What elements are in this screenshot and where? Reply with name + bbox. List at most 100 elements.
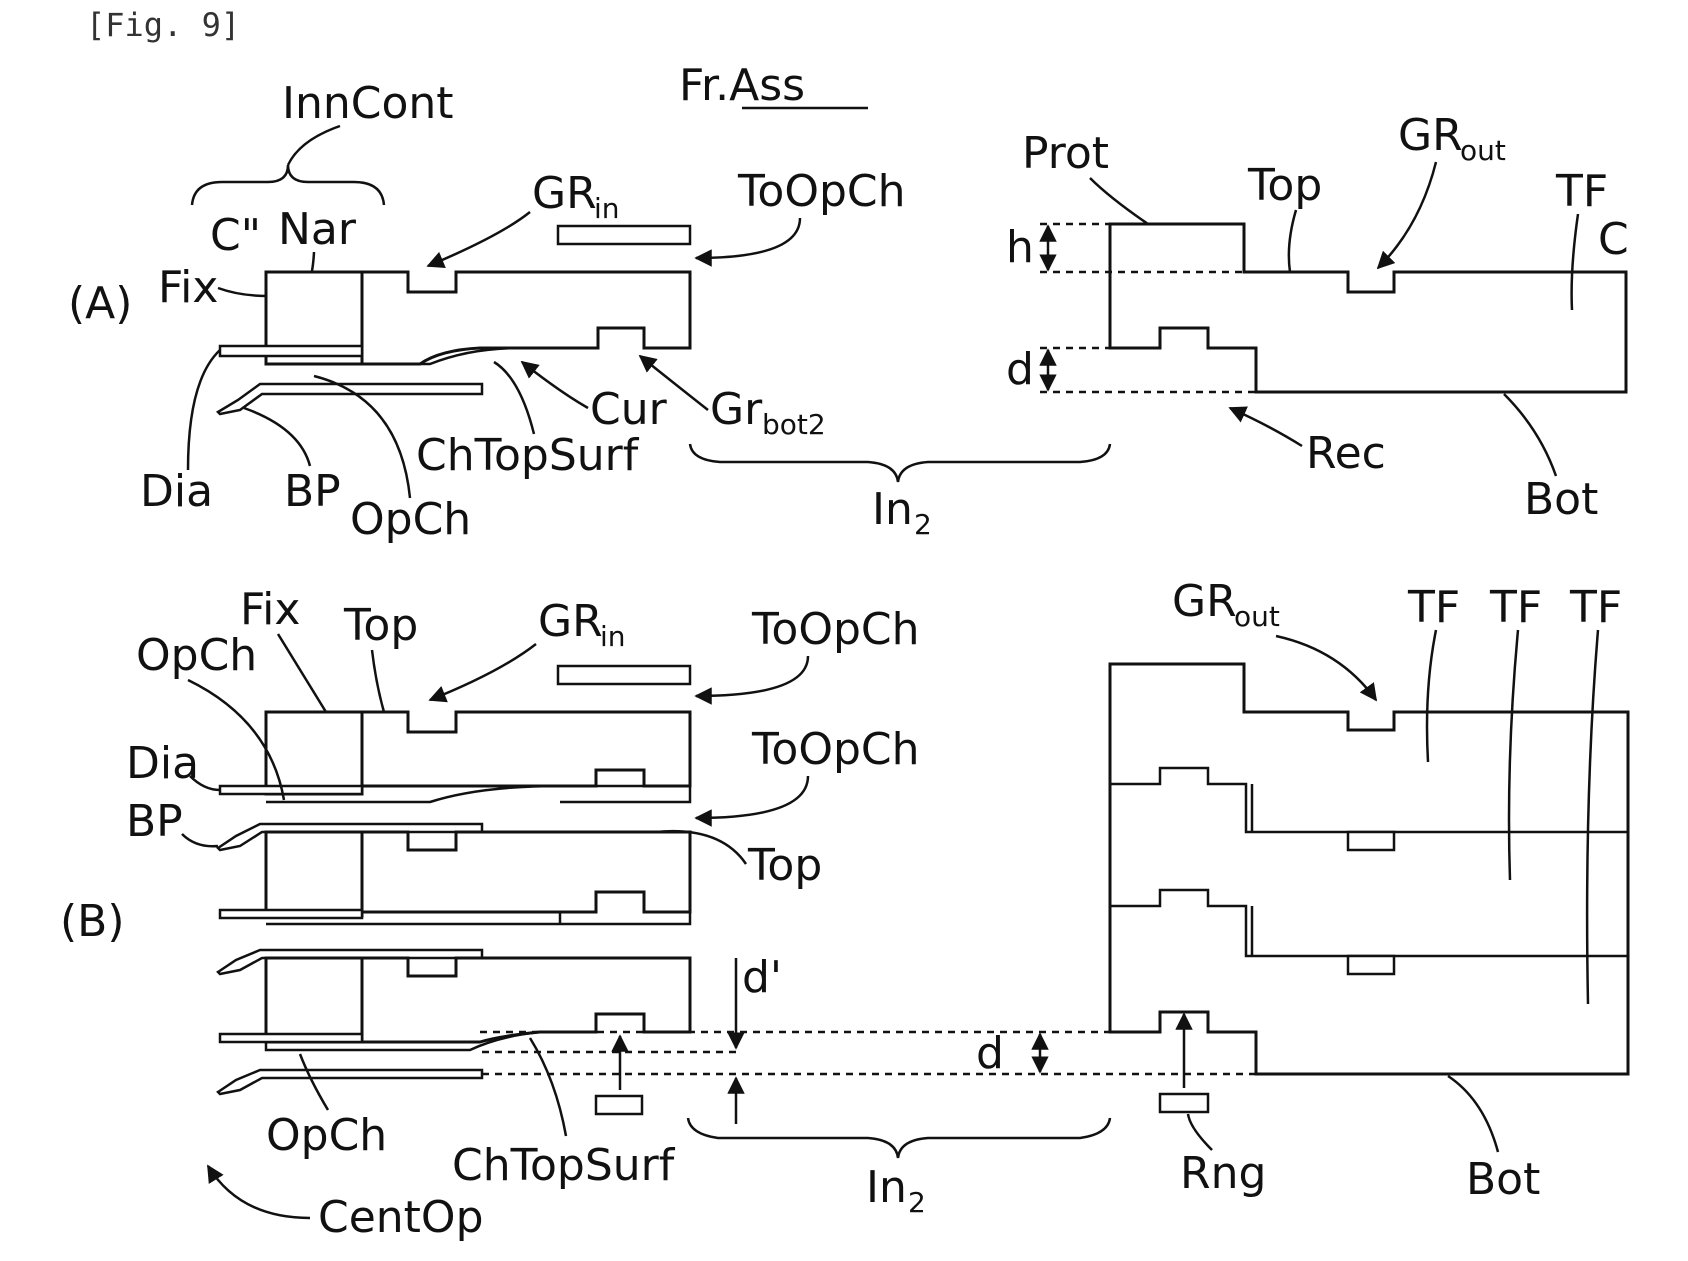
gr-in-insert-b — [558, 666, 690, 684]
op-ch-leader-b2 — [300, 1054, 328, 1110]
nar-label: Nar — [278, 204, 357, 255]
gr-out-subscript: out — [1460, 134, 1506, 167]
bot-label-b: Bot — [1466, 1154, 1540, 1205]
tf-label-b1: TF — [1407, 582, 1460, 633]
gr-out-subscript-b: out — [1234, 600, 1280, 633]
to-op-ch-arrow — [696, 218, 800, 258]
panel-a: (A) InnCont C" Nar Fix GR in ToOpCh Dia … — [68, 78, 1629, 545]
gr-bot2-label: Gr — [710, 384, 763, 435]
bp-label: BP — [284, 466, 341, 517]
cur-label: Cur — [590, 384, 668, 435]
dia-leader — [188, 350, 220, 470]
fix-leader — [218, 288, 268, 296]
gr-bot2-subscript: bot2 — [762, 408, 826, 441]
gr-in-label-b: GR — [538, 596, 603, 647]
panel-b: (B) d — [60, 576, 1628, 1243]
top-label: Top — [1247, 160, 1322, 211]
gr-in-arrow — [428, 212, 530, 266]
ch-top-surf-leader — [494, 362, 534, 434]
to-op-ch-arrow-b1 — [696, 656, 808, 696]
bp-leader — [244, 408, 310, 466]
gr-in-insert — [558, 226, 690, 244]
inncont-leader — [288, 126, 340, 165]
prot-leader — [1090, 178, 1148, 224]
bp-label-b: BP — [126, 796, 183, 847]
panel-b-label: (B) — [60, 896, 125, 947]
in2-label: In — [872, 484, 913, 535]
diaphragm-plate-1 — [220, 786, 362, 794]
ch-top-surf-label: ChTopSurf — [416, 430, 640, 481]
top-leader — [1289, 210, 1296, 272]
in2-subscript-b: 2 — [908, 1186, 926, 1219]
d-label: d — [1006, 344, 1034, 395]
outer-container-c — [1110, 224, 1626, 392]
op-ch-label-b2: OpCh — [266, 1110, 387, 1161]
cent-op-arrow — [208, 1166, 310, 1218]
inner-part-body-1 — [362, 712, 690, 786]
fixing-block-3 — [266, 958, 362, 1042]
d-label-b: d — [976, 1028, 1004, 1079]
in2-brace-a — [690, 444, 1110, 482]
rng-leader — [1188, 1114, 1212, 1150]
gr-out-label-b: GR — [1172, 576, 1237, 627]
inncont-label: InnCont — [282, 78, 454, 129]
in2-brace-b — [688, 1118, 1110, 1158]
gr-out-label: GR — [1398, 110, 1463, 161]
inner-part-body-3 — [362, 958, 690, 1042]
tf-label-b2: TF — [1489, 582, 1542, 633]
in2-subscript: 2 — [914, 508, 932, 541]
ring-rng — [1160, 1094, 1208, 1112]
prot-label: Prot — [1022, 128, 1109, 179]
gr-out-arrow — [1378, 162, 1436, 268]
panel-a-label: (A) — [68, 278, 132, 329]
c-label: C — [1598, 214, 1629, 265]
in2-label-b: In — [866, 1162, 907, 1213]
op-ch-label-b: OpCh — [136, 630, 257, 681]
cent-op-label: CentOp — [318, 1192, 484, 1243]
figure-label: [Fig. 9] — [86, 6, 240, 44]
h-label: h — [1006, 222, 1034, 273]
bot-leader-b — [1448, 1076, 1498, 1152]
diaphragm-plate — [220, 346, 362, 356]
inner-part-body-2 — [362, 832, 690, 912]
frame-title: Fr.Ass — [679, 60, 805, 111]
fix-label: Fix — [158, 262, 218, 313]
bot-label: Bot — [1524, 474, 1598, 525]
gr-out-arrow-b — [1276, 636, 1376, 700]
bp-leader-b — [182, 834, 218, 846]
to-op-ch-label-b1: ToOpCh — [751, 604, 920, 655]
op-ch-label: OpCh — [350, 494, 471, 545]
diaphragm-plate-3 — [220, 1034, 362, 1042]
to-op-ch-arrow-b2 — [696, 776, 808, 818]
gr-in-subscript: in — [594, 192, 620, 225]
rng-label: Rng — [1180, 1148, 1266, 1199]
cur-arrow — [522, 362, 588, 408]
to-op-ch-label-b2: ToOpCh — [751, 724, 920, 775]
tf-label-b3: TF — [1569, 582, 1622, 633]
d-prime-label: d' — [742, 952, 782, 1003]
fix-label-b: Fix — [240, 584, 300, 635]
to-op-ch-label: ToOpCh — [737, 166, 906, 217]
dia-label-b: Dia — [126, 738, 199, 789]
top-label-b2: Top — [747, 840, 822, 891]
top-label-b: Top — [343, 600, 418, 651]
bot-leader — [1504, 394, 1556, 476]
c-double-prime-label: C" — [210, 210, 261, 261]
centering-pin-inner — [596, 1096, 642, 1114]
outer-groove-3 — [1348, 956, 1394, 974]
rec-arrow — [1230, 408, 1302, 446]
base-plate — [218, 384, 482, 414]
fix-leader-b — [278, 634, 326, 712]
outer-groove-2 — [1348, 832, 1394, 850]
gr-in-subscript-b: in — [600, 620, 626, 653]
base-plate-3 — [218, 1070, 482, 1094]
rec-label: Rec — [1306, 428, 1386, 479]
inner-part-body — [362, 272, 690, 364]
gr-in-arrow-b — [430, 644, 536, 700]
outer-container-stack — [1110, 664, 1628, 1074]
ch-top-surf-label-b: ChTopSurf — [452, 1140, 676, 1191]
top-leader-b — [372, 650, 384, 712]
gr-in-label: GR — [532, 168, 597, 219]
dia-label: Dia — [140, 466, 213, 517]
